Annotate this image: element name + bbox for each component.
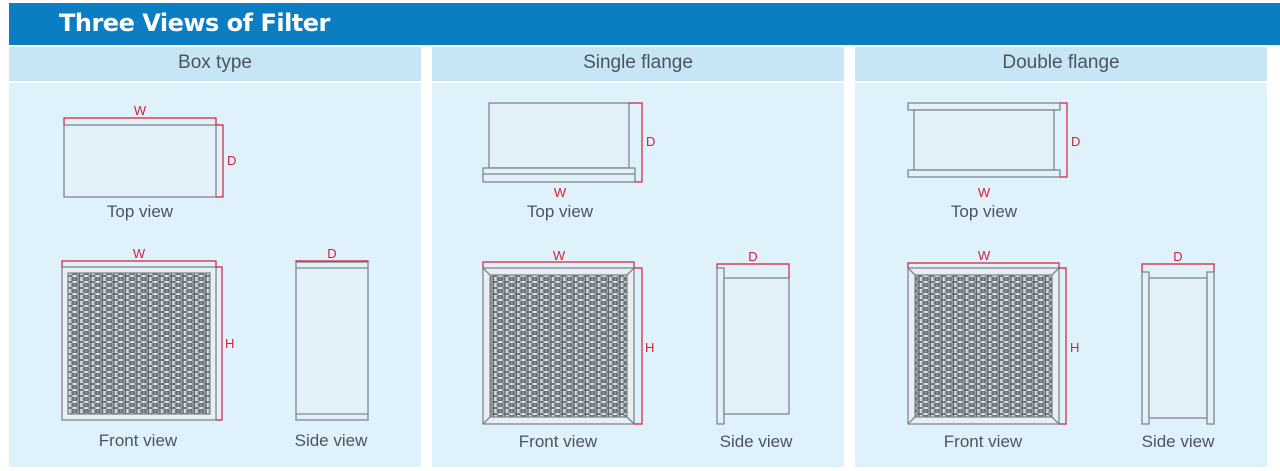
side-view-flange: [1206, 271, 1215, 425]
panel-heading: Double flange: [855, 47, 1267, 81]
side-view-flange: [1141, 271, 1150, 425]
top-view-body: [488, 102, 630, 169]
side-view-flange: [716, 267, 725, 425]
dim-d: D: [1173, 249, 1182, 264]
dim-w: W: [978, 185, 991, 200]
dimension-lines: [61, 102, 1215, 425]
side-view-box: [295, 261, 369, 421]
top-view-label: Top view: [951, 202, 1018, 221]
dim-w: W: [978, 248, 991, 263]
front-view-mesh: [914, 274, 1053, 418]
panel-heading: Box type: [9, 47, 421, 81]
top-view-flange: [907, 169, 1061, 178]
dim-w: W: [133, 246, 146, 261]
dim-h: H: [1070, 340, 1079, 355]
top-view-flange: [482, 167, 636, 183]
dim-h: H: [225, 336, 234, 351]
side-view-body: [723, 277, 790, 415]
dim-h: H: [645, 340, 654, 355]
title-bar: Three Views of Filter: [9, 3, 1280, 45]
side-view-label: Side view: [720, 432, 793, 451]
dim-d: D: [227, 153, 236, 168]
side-view-body: [1148, 277, 1208, 419]
top-view-body: [913, 109, 1055, 171]
dim-d: D: [748, 249, 757, 264]
dim-w: W: [134, 103, 147, 118]
dim-w: W: [554, 185, 567, 200]
front-view-mesh: [67, 272, 211, 415]
side-view-label: Side view: [1142, 432, 1215, 451]
front-view-label: Front view: [944, 432, 1023, 451]
front-view-label: Front view: [519, 432, 598, 451]
front-view-mesh: [489, 274, 628, 418]
top-view-flange: [907, 102, 1061, 111]
top-view-box: [63, 124, 217, 198]
panel-heading: Single flange: [432, 47, 844, 81]
side-view-label: Side view: [295, 431, 368, 450]
front-view-label: Front view: [99, 431, 178, 450]
page-title: Three Views of Filter: [59, 9, 330, 37]
top-view-label: Top view: [527, 202, 594, 221]
dim-d: D: [646, 134, 655, 149]
dim-w: W: [553, 248, 566, 263]
dim-d: D: [1071, 134, 1080, 149]
top-view-label: Top view: [107, 202, 174, 221]
dim-d: D: [327, 246, 336, 261]
